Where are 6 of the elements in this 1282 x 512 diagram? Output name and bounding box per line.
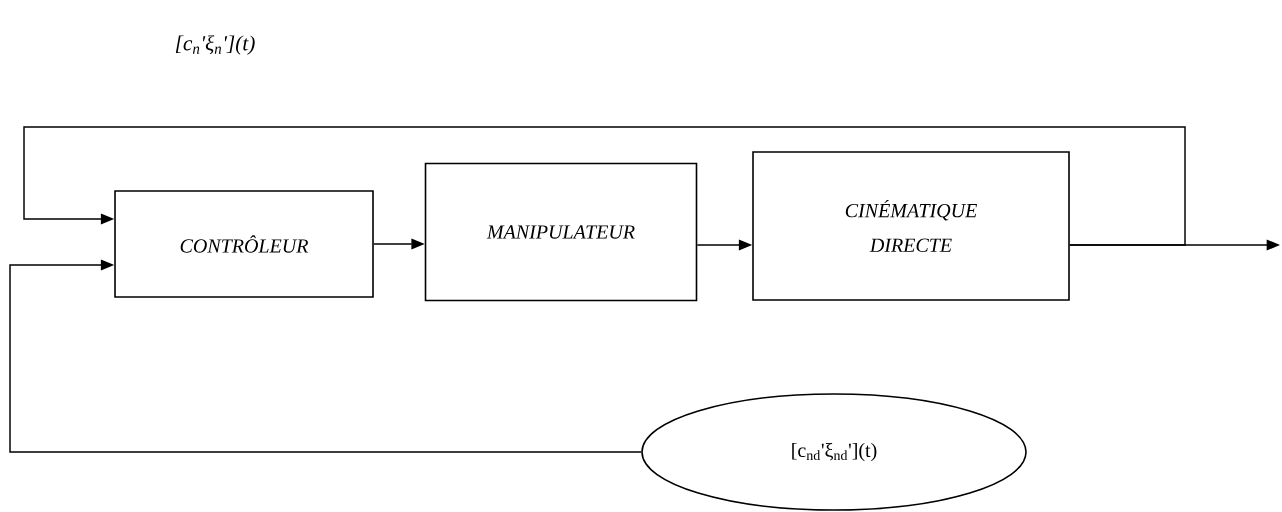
process-box: MANIPULATEUR	[424, 162, 698, 302]
arrow	[9, 259, 642, 453]
arrow	[23, 126, 1186, 246]
process-box: CONTRÔLEUR	[114, 190, 374, 298]
process-box: CINÉMATIQUE DIRECTE	[752, 151, 1070, 301]
signal-label: [c$_{n}$'ξ$_{n}$'](t)	[175, 35, 255, 55]
